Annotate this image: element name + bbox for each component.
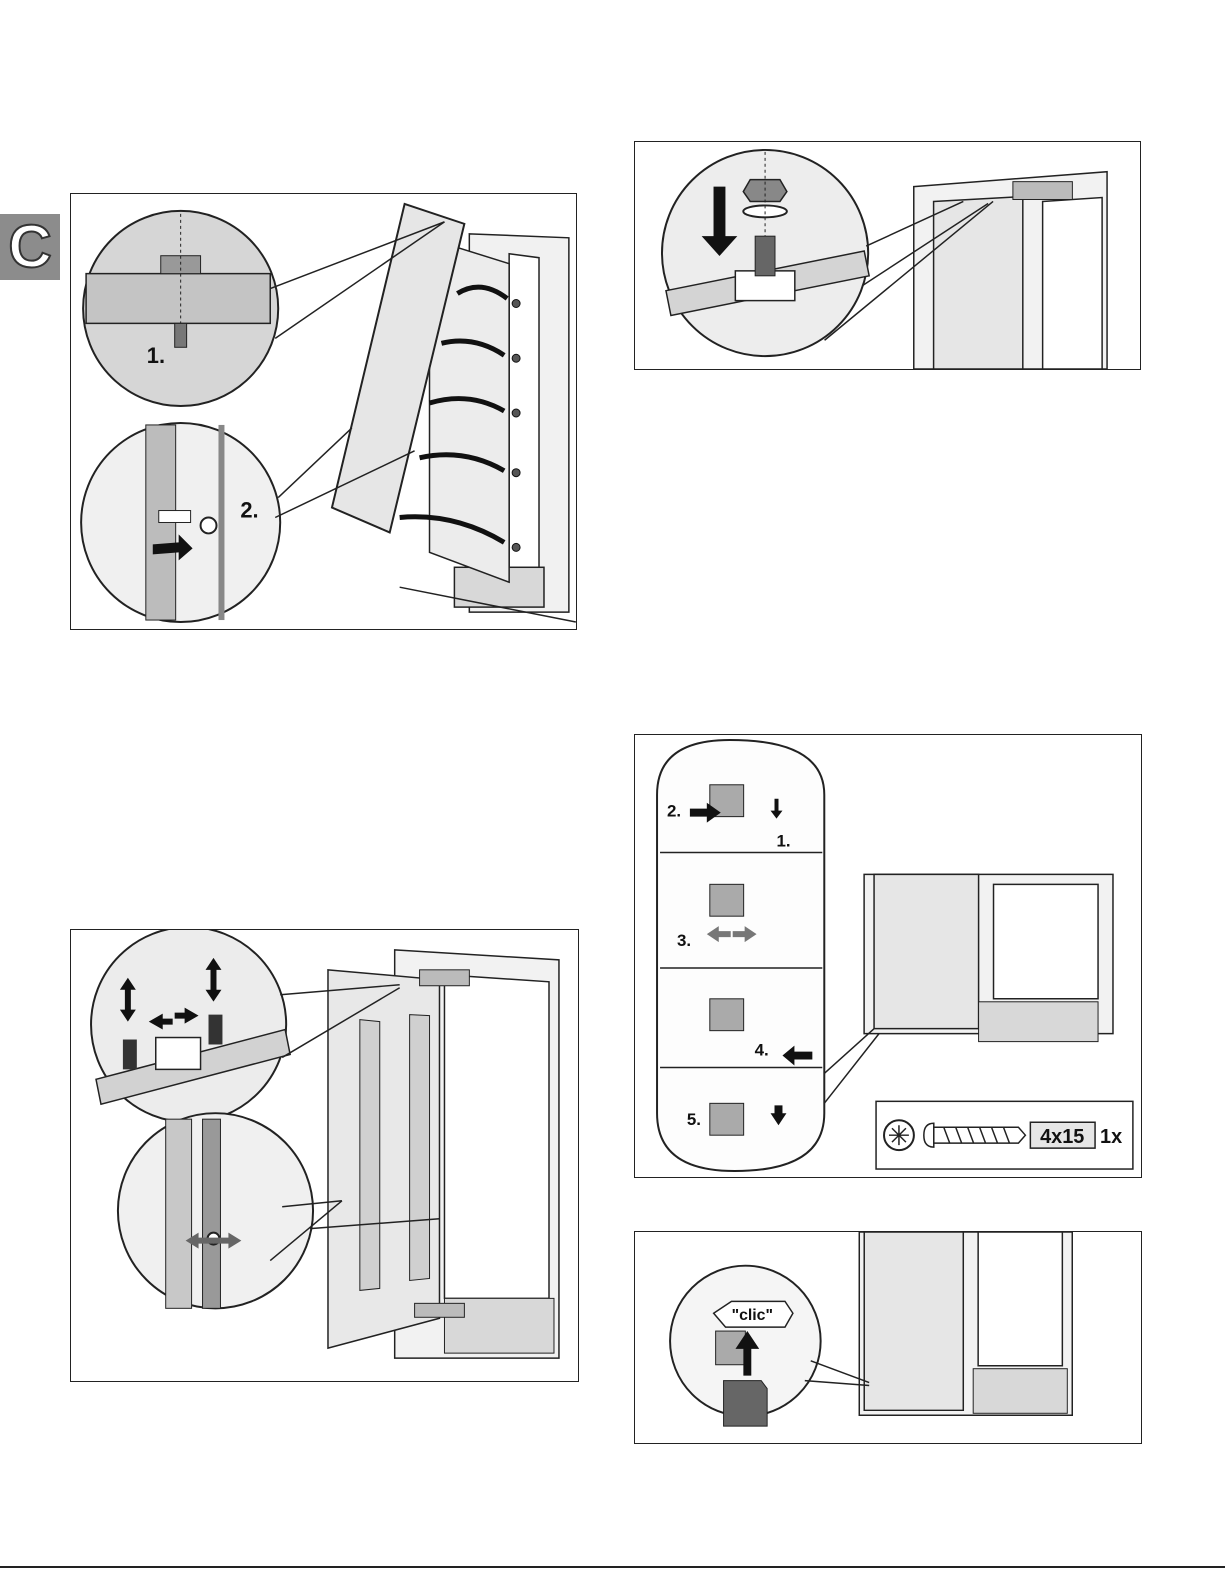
figure-bottom-hinge-steps-drawing: 2. 1. 3. 4. 5. 4x15 1x bbox=[635, 735, 1141, 1177]
figure4-step-1-label: 1. bbox=[777, 831, 791, 850]
footer-rule bbox=[0, 1566, 1225, 1568]
figure4-step-2-label: 2. bbox=[667, 802, 681, 821]
figure4-step-5-label: 5. bbox=[687, 1110, 701, 1129]
figure4-step-4-label: 4. bbox=[755, 1041, 769, 1060]
figure-top-hinge-nut bbox=[634, 141, 1141, 370]
clic-sound-label: "clic" bbox=[732, 1307, 773, 1324]
figure1-step-1-label: 1. bbox=[147, 343, 165, 368]
figure1-step-2-label: 2. bbox=[240, 498, 258, 523]
figure-bottom-hinge-steps: 2. 1. 3. 4. 5. 4x15 1x bbox=[634, 734, 1142, 1178]
figure-door-adjustment-drawing bbox=[71, 930, 578, 1381]
section-tab: C bbox=[0, 214, 60, 280]
figure-door-adjustment bbox=[70, 929, 579, 1382]
figure-remove-door-panel-drawing: 1. 2. bbox=[71, 194, 576, 629]
figure-remove-door-panel: 1. 2. bbox=[70, 193, 577, 630]
screw-size-label: 4x15 bbox=[1040, 1126, 1084, 1148]
figure-top-hinge-nut-drawing bbox=[635, 142, 1140, 369]
figure4-step-3-label: 3. bbox=[677, 931, 691, 950]
figure-clip-cover: "clic" bbox=[634, 1231, 1142, 1444]
section-tab-letter: C bbox=[0, 214, 60, 280]
screw-quantity-label: 1x bbox=[1100, 1126, 1122, 1148]
figure-clip-cover-drawing: "clic" bbox=[635, 1232, 1141, 1443]
